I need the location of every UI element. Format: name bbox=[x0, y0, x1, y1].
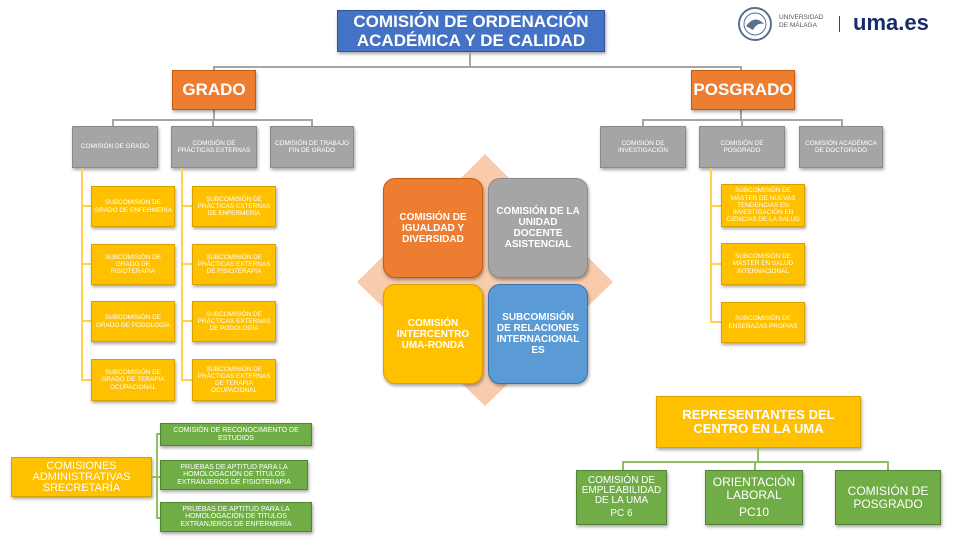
rep-orientacion-label: ORIENTACIÓN LABORAL bbox=[712, 475, 796, 502]
posgrado-comision-posgrado: COMISIÓN DE POSGRADO bbox=[699, 126, 785, 168]
grado-comision-grado: COMISIÓN DE GRADO bbox=[72, 126, 158, 168]
sub-practicas-fisioterapia: SUBCOMISIÓN DE PRÁCTICAS EXTERNAS DE FIS… bbox=[192, 244, 276, 285]
university-name-line2: DE MÁLAGA bbox=[779, 22, 817, 29]
university-name: UNIVERSIDAD DE MÁLAGA bbox=[779, 14, 823, 30]
brand-text: uma.es bbox=[853, 10, 929, 35]
posgrado-comision-doctorado: COMISIÓN ACADÉMICA DE DOCTORADO bbox=[799, 126, 883, 168]
representantes-header: REPRESENTANTES DEL CENTRO EN LA UMA bbox=[656, 396, 861, 448]
sub-master-tendencias: SUBCOMISIÓN DE MÁSTER DE NUEVAS TENDENCI… bbox=[721, 184, 805, 227]
posgrado-header: POSGRADO bbox=[691, 70, 795, 110]
university-logo: UNIVERSIDAD DE MÁLAGA uma.es bbox=[737, 6, 937, 42]
grado-comision-practicas: COMISIÓN DE PRÁCTICAS EXTERNAS bbox=[171, 126, 257, 168]
admin-pruebas-enfermeria: PRUEBAS DE APTITUD PARA LA HOMOLOGACIÓN … bbox=[160, 502, 312, 532]
subcomision-relaciones: SUBCOMISIÓN DE RELACIONES INTERNACIONAL … bbox=[488, 284, 588, 384]
comision-intercentro: COMISIÓN INTERCENTRO UMA-RONDA bbox=[383, 284, 483, 384]
sub-grado-terapia: SUBCOMISIÓN DE GRADO DE TERAPIA OCUPACIO… bbox=[91, 359, 175, 401]
comision-unidad-docente: COMISIÓN DE LA UNIDAD DOCENTE ASISTENCIA… bbox=[488, 178, 588, 278]
main-title: COMISIÓN DE ORDENACIÓN ACADÉMICA Y DE CA… bbox=[337, 10, 605, 52]
comision-igualdad: COMISIÓN DE IGUALDAD Y DIVERSIDAD bbox=[383, 178, 483, 278]
seal-icon bbox=[738, 7, 772, 41]
rep-empleabilidad-code: PC 6 bbox=[610, 508, 633, 519]
sub-grado-enfermeria: SUBCOMISIÓN DE GRADO DE ENFERMERÍA bbox=[91, 186, 175, 227]
logo-divider bbox=[839, 16, 840, 32]
admin-reconocimiento: COMISIÓN DE RECONOCIMIENTO DE ESTUDIOS bbox=[160, 423, 312, 446]
grado-comision-tfg: COMISIÓN DE TRABAJO FIN DE GRADO bbox=[270, 126, 354, 168]
rep-orientacion-code: PC10 bbox=[738, 505, 770, 519]
sub-practicas-podologia: SUBCOMISIÓN DE PRÁCTICAS EXTERNAS DE POD… bbox=[192, 301, 276, 342]
university-name-line1: UNIVERSIDAD bbox=[779, 14, 824, 21]
sub-grado-podologia: SUBCOMISIÓN DE GRADO DE PODOLOGÍA bbox=[91, 301, 175, 342]
rep-empleabilidad-label: COMISIÓN DE EMPLEABILIDAD DE LA UMA bbox=[581, 475, 662, 506]
admin-pruebas-fisioterapia: PRUEBAS DE APTITUD PARA LA HOMOLOGACIÓN … bbox=[160, 460, 308, 490]
grado-header: GRADO bbox=[172, 70, 256, 110]
comisiones-administrativas: COMISIONES ADMINISTRATIVAS SRECRETARÍA bbox=[11, 457, 152, 497]
sub-ensenanzas-propias: SUBCOMISIÓN DE ENSEÑAZAS PROPIAS bbox=[721, 302, 805, 343]
sub-master-salud-internacional: SUBCOMISIÓN DE MÁSTER EN SALUD INTERNACI… bbox=[721, 243, 805, 285]
sub-practicas-terapia: SUBCOMISIÓN DE PRÁCTICAS EXTERNAS DE TER… bbox=[192, 359, 276, 401]
posgrado-comision-investigacion: COMISIÓN DE INVESTIGACIÓN bbox=[600, 126, 686, 168]
rep-orientacion-laboral: ORIENTACIÓN LABORAL PC10 bbox=[705, 470, 803, 525]
rep-empleabilidad: COMISIÓN DE EMPLEABILIDAD DE LA UMA PC 6 bbox=[576, 470, 667, 525]
sub-grado-fisioterapia: SUBCOMISIÓN DE GRADO DE FISIOTERAPIA bbox=[91, 244, 175, 285]
sub-practicas-enfermeria: SUBCOMISIÓN DE PRÁCTICAS EXTERNAS DE ENF… bbox=[192, 186, 276, 227]
rep-posgrado-label: COMISIÓN DE POSGRADO bbox=[847, 483, 929, 511]
rep-comision-posgrado: COMISIÓN DE POSGRADO bbox=[835, 470, 941, 525]
